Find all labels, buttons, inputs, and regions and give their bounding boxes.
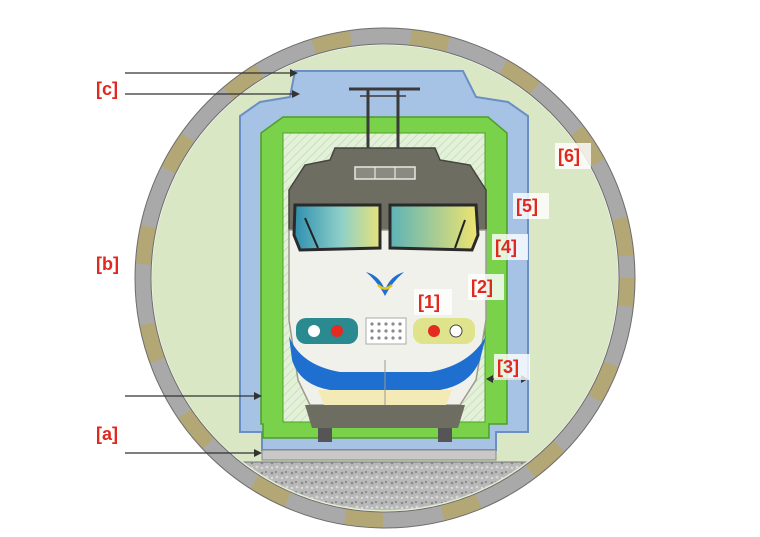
train-grille [365,317,407,345]
label-4: [4] [495,237,517,257]
label-a: [a] [96,424,118,444]
label-1: [1] [418,292,440,312]
label-2: [2] [471,277,493,297]
label-6: [6] [558,146,580,166]
label-b: [b] [96,254,119,274]
label-3: [3] [497,357,519,377]
train-front [288,147,487,442]
label-c: [c] [96,79,118,99]
tunnel-lining-ring [134,27,636,529]
train-logo [366,272,404,296]
label-5: [5] [516,196,538,216]
zone-labels: [c] [b] [a] [1] [2] [3] [4] [5] [6] [96,79,591,444]
track-rail-base [261,449,497,461]
pantograph [349,87,420,150]
track-ballast [153,461,617,510]
